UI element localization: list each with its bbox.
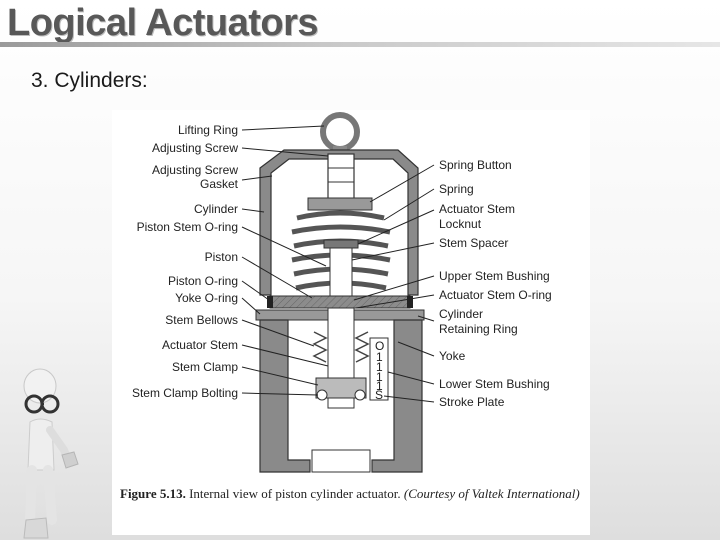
label-cylinder-retaining-ring-line1: Cylinder bbox=[439, 307, 483, 321]
lifting-ring bbox=[320, 112, 360, 152]
thinking-man-icon bbox=[23, 368, 79, 539]
caption-text: Internal view of piston cylinder actuato… bbox=[189, 486, 401, 501]
right-labels: Spring Button Spring Actuator Stem Lockn… bbox=[439, 158, 552, 409]
stem-clamp-bolt-right bbox=[354, 389, 366, 401]
label-adjusting-screw-gasket-line1: Adjusting Screw bbox=[152, 163, 238, 177]
actuator-drawing: O 1 1 1 1 S bbox=[255, 112, 425, 473]
cylinder-shell bbox=[259, 149, 419, 296]
label-upper-stem-bushing: Upper Stem Bushing bbox=[439, 269, 550, 283]
label-stem-spacer: Stem Spacer bbox=[439, 236, 508, 250]
stroke-mark-1: 1 bbox=[376, 350, 383, 364]
label-spring-button: Spring Button bbox=[439, 158, 512, 172]
left-labels: Lifting Ring Adjusting Screw Adjusting S… bbox=[132, 123, 239, 400]
stroke-mark-3: 1 bbox=[376, 370, 383, 384]
label-piston-o-ring: Piston O-ring bbox=[168, 274, 238, 288]
stroke-mark-0: O bbox=[375, 339, 384, 353]
title-underline-bar bbox=[0, 42, 720, 47]
label-actuator-stem-locknut-line2: Locknut bbox=[439, 217, 482, 231]
adjusting-screw bbox=[327, 153, 355, 201]
spring-button bbox=[307, 197, 373, 211]
label-yoke-o-ring: Yoke O-ring bbox=[175, 291, 238, 305]
stem-clamp-bolt-left bbox=[316, 389, 328, 401]
decorative-figure-illustration bbox=[12, 360, 82, 540]
yoke-base bbox=[311, 449, 371, 473]
caption-label: Figure 5.13. bbox=[120, 486, 186, 501]
stem-clamp bbox=[315, 377, 367, 399]
label-actuator-stem-left: Actuator Stem bbox=[162, 338, 238, 352]
label-adjusting-screw: Adjusting Screw bbox=[152, 141, 238, 155]
piston-o-ring-right bbox=[407, 296, 413, 308]
label-stroke-plate: Stroke Plate bbox=[439, 395, 505, 409]
actuator-diagram: O 1 1 1 1 S Lifting Ring Adjusting Screw… bbox=[132, 112, 552, 473]
label-stem-clamp-bolting: Stem Clamp Bolting bbox=[132, 386, 238, 400]
actuator-figure: O 1 1 1 1 S Lifting Ring Adjusting Screw… bbox=[112, 110, 590, 535]
slide-title: Logical Actuators bbox=[7, 2, 319, 44]
label-spring: Spring bbox=[439, 182, 474, 196]
label-stem-clamp: Stem Clamp bbox=[172, 360, 238, 374]
label-actuator-stem-o-ring: Actuator Stem O-ring bbox=[439, 288, 552, 302]
figure-caption: Figure 5.13. Internal view of piston cyl… bbox=[120, 486, 584, 502]
caption-courtesy: (Courtesy of Valtek International) bbox=[403, 486, 580, 501]
stem-bellows bbox=[312, 331, 370, 363]
label-stem-bellows: Stem Bellows bbox=[165, 313, 238, 327]
label-lower-stem-bushing: Lower Stem Bushing bbox=[439, 377, 550, 391]
stroke-plate-marks: O 1 1 1 1 S bbox=[375, 339, 384, 402]
label-lifting-ring: Lifting Ring bbox=[178, 123, 238, 137]
label-cylinder-retaining-ring-line2: Retaining Ring bbox=[439, 322, 518, 336]
left-leader-lines bbox=[241, 125, 329, 396]
label-actuator-stem-locknut-line1: Actuator Stem bbox=[439, 202, 515, 216]
label-yoke: Yoke bbox=[439, 349, 466, 363]
lower-stem-bushing bbox=[369, 337, 389, 401]
piston-o-ring-left bbox=[267, 296, 273, 308]
stroke-mark-4: 1 bbox=[376, 379, 383, 393]
stroke-mark-5: S bbox=[375, 388, 383, 402]
label-piston: Piston bbox=[205, 250, 238, 264]
label-cylinder: Cylinder bbox=[194, 202, 238, 216]
right-leader-lines bbox=[351, 164, 435, 403]
stroke-mark-2: 1 bbox=[376, 360, 383, 374]
label-adjusting-screw-gasket-line2: Gasket bbox=[200, 177, 239, 191]
stem-locknut bbox=[323, 239, 359, 249]
yoke bbox=[259, 319, 423, 473]
stem-spacer bbox=[329, 247, 353, 299]
slide-subtitle: 3. Cylinders: bbox=[31, 69, 148, 92]
label-piston-stem-o-ring: Piston Stem O-ring bbox=[137, 220, 238, 234]
